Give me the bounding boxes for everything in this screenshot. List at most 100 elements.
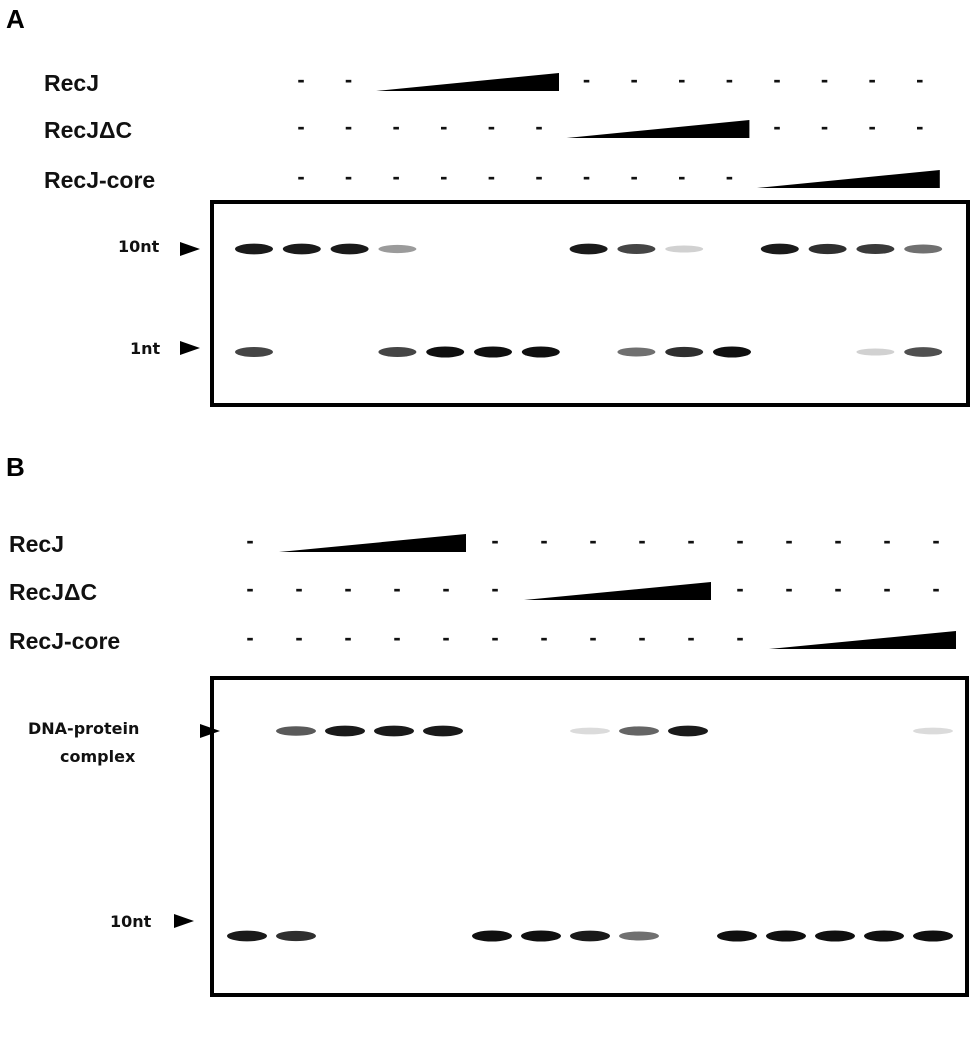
upper-band	[570, 727, 610, 735]
condition-absent-dash: -	[638, 528, 645, 553]
panel-a-band-label-1nt: 1nt	[130, 339, 161, 358]
condition-absent-dash: -	[393, 576, 400, 601]
panel-b-band-label-complex-1: DNA-protein	[28, 719, 139, 738]
panel-a-arrow-10nt-icon	[180, 242, 200, 256]
condition-absent-dash: -	[246, 576, 253, 601]
condition-absent-dash: -	[344, 576, 351, 601]
condition-absent-dash: -	[589, 625, 596, 650]
condition-absent-dash: -	[393, 625, 400, 650]
lower-band	[378, 347, 417, 357]
lower-band	[617, 347, 656, 357]
condition-absent-dash: -	[491, 528, 498, 553]
condition-absent-dash: -	[297, 114, 304, 139]
condition-absent-dash: -	[736, 576, 743, 601]
lower-band	[472, 930, 512, 942]
panel-b-band-label-10nt: 10nt	[110, 912, 152, 931]
panel-b-condition-marks: ---------------------------------	[246, 528, 956, 650]
condition-absent-dash: -	[736, 625, 743, 650]
condition-absent-dash: -	[345, 114, 352, 139]
lower-band	[235, 347, 273, 357]
concentration-ramp-icon	[376, 73, 559, 91]
lower-band	[815, 930, 855, 942]
lower-band	[276, 930, 316, 942]
concentration-ramp-icon	[524, 582, 711, 600]
condition-absent-dash: -	[393, 114, 400, 139]
lower-band	[521, 346, 560, 358]
panel-b-row-recjcore-label: RecJ-core	[9, 628, 120, 654]
condition-absent-dash: -	[442, 576, 449, 601]
condition-absent-dash: -	[589, 528, 596, 553]
upper-band	[760, 243, 799, 255]
condition-absent-dash: -	[583, 164, 590, 189]
condition-absent-dash: -	[834, 576, 841, 601]
condition-absent-dash: -	[440, 114, 447, 139]
panel-a-letter: A	[6, 4, 25, 34]
condition-absent-dash: -	[297, 164, 304, 189]
condition-absent-dash: -	[678, 67, 685, 92]
lower-band	[717, 930, 757, 942]
condition-absent-dash: -	[773, 114, 780, 139]
condition-absent-dash: -	[821, 67, 828, 92]
condition-absent-dash: -	[583, 67, 590, 92]
condition-absent-dash: -	[488, 164, 495, 189]
panel-a-row-recj-label: RecJ	[44, 70, 99, 96]
panel-b-arrow-10nt-icon	[174, 914, 194, 928]
condition-absent-dash: -	[785, 576, 792, 601]
condition-absent-dash: -	[442, 625, 449, 650]
condition-absent-dash: -	[540, 528, 547, 553]
condition-absent-dash: -	[821, 114, 828, 139]
panel-a-arrow-1nt-icon	[180, 341, 200, 355]
panel-b-row-recjdc-label: RecJΔC	[9, 579, 97, 605]
condition-absent-dash: -	[932, 528, 939, 553]
panel-a-bands	[235, 243, 943, 358]
upper-band	[808, 243, 847, 255]
condition-absent-dash: -	[916, 114, 923, 139]
condition-absent-dash: -	[488, 114, 495, 139]
panel-b-arrow-complex-icon	[200, 724, 220, 738]
upper-band	[423, 725, 463, 737]
condition-absent-dash: -	[631, 67, 638, 92]
condition-absent-dash: -	[687, 528, 694, 553]
condition-absent-dash: -	[344, 625, 351, 650]
condition-absent-dash: -	[736, 528, 743, 553]
condition-absent-dash: -	[491, 625, 498, 650]
panel-a-gel-frame	[210, 200, 970, 407]
upper-band	[856, 243, 895, 255]
concentration-ramp-icon	[769, 631, 956, 649]
condition-absent-dash: -	[246, 528, 253, 553]
lower-band	[713, 346, 751, 358]
condition-absent-dash: -	[869, 114, 876, 139]
lower-band	[570, 930, 610, 942]
panel-a: A RecJ RecJΔC RecJ-core ----------------…	[6, 4, 970, 407]
condition-absent-dash: -	[297, 67, 304, 92]
upper-band	[665, 245, 704, 253]
condition-absent-dash: -	[869, 67, 876, 92]
condition-absent-dash: -	[246, 625, 253, 650]
lower-band	[766, 930, 806, 942]
upper-band	[276, 726, 316, 736]
lower-band	[864, 930, 904, 942]
panel-a-band-label-10nt: 10nt	[118, 237, 160, 256]
upper-band	[569, 243, 608, 255]
panel-b: B RecJ RecJΔC RecJ-core ----------------…	[6, 452, 969, 997]
panel-b-band-label-complex-2: complex	[60, 747, 136, 766]
condition-absent-dash: -	[295, 576, 302, 601]
condition-absent-dash: -	[883, 576, 890, 601]
condition-absent-dash: -	[638, 625, 645, 650]
condition-absent-dash: -	[883, 528, 890, 553]
upper-band	[325, 725, 365, 737]
upper-band	[235, 243, 273, 255]
lower-band	[426, 346, 465, 358]
panel-a-row-recjdc-label: RecJΔC	[44, 117, 132, 143]
condition-absent-dash: -	[295, 625, 302, 650]
condition-absent-dash: -	[785, 528, 792, 553]
condition-absent-dash: -	[932, 576, 939, 601]
condition-absent-dash: -	[535, 114, 542, 139]
upper-band	[904, 244, 943, 254]
lower-band	[474, 346, 512, 358]
concentration-ramp-icon	[757, 170, 940, 188]
upper-band	[913, 727, 953, 735]
lower-band	[665, 346, 704, 358]
upper-band	[619, 726, 659, 736]
